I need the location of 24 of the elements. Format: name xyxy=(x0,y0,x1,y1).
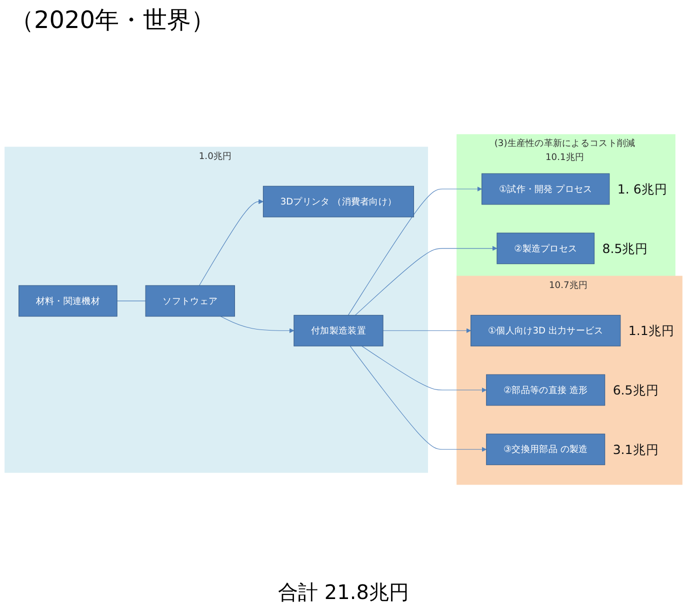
value-label: 6.5兆円 xyxy=(612,382,659,398)
arrow xyxy=(220,316,294,334)
value-label: 1.1兆円 xyxy=(628,323,674,338)
node-box: ②部品等の直接 造形 xyxy=(486,374,606,406)
diagram-title: （2020年・世界） xyxy=(10,5,216,36)
value-label: 1. 6兆円 xyxy=(617,182,668,197)
node-box: ①試作・開発 プロセス xyxy=(482,173,610,205)
connector xyxy=(116,300,146,302)
arrow xyxy=(198,199,264,286)
node-box: ソフトウェア xyxy=(145,285,235,317)
arrow xyxy=(350,346,487,452)
node-box: 付加製造装置 xyxy=(294,314,384,346)
node-box: ③交換用部品 の製造 xyxy=(486,434,606,466)
arrow xyxy=(382,328,472,334)
node-box: ②製造プロセス xyxy=(496,232,595,264)
node-box: ①個人向け3D 出力サービス xyxy=(470,314,621,346)
node-box: 3Dプリンタ （消費者向け） xyxy=(262,186,414,218)
value-label: 3.1兆円 xyxy=(612,442,659,457)
arrow xyxy=(354,246,498,316)
arrow xyxy=(361,346,487,393)
arrow xyxy=(348,186,482,316)
diagram-caption: 合計 21.8兆円 xyxy=(277,579,410,606)
node-box: 材料・関連機材 xyxy=(18,285,118,317)
value-label: 8.5兆円 xyxy=(602,240,648,256)
